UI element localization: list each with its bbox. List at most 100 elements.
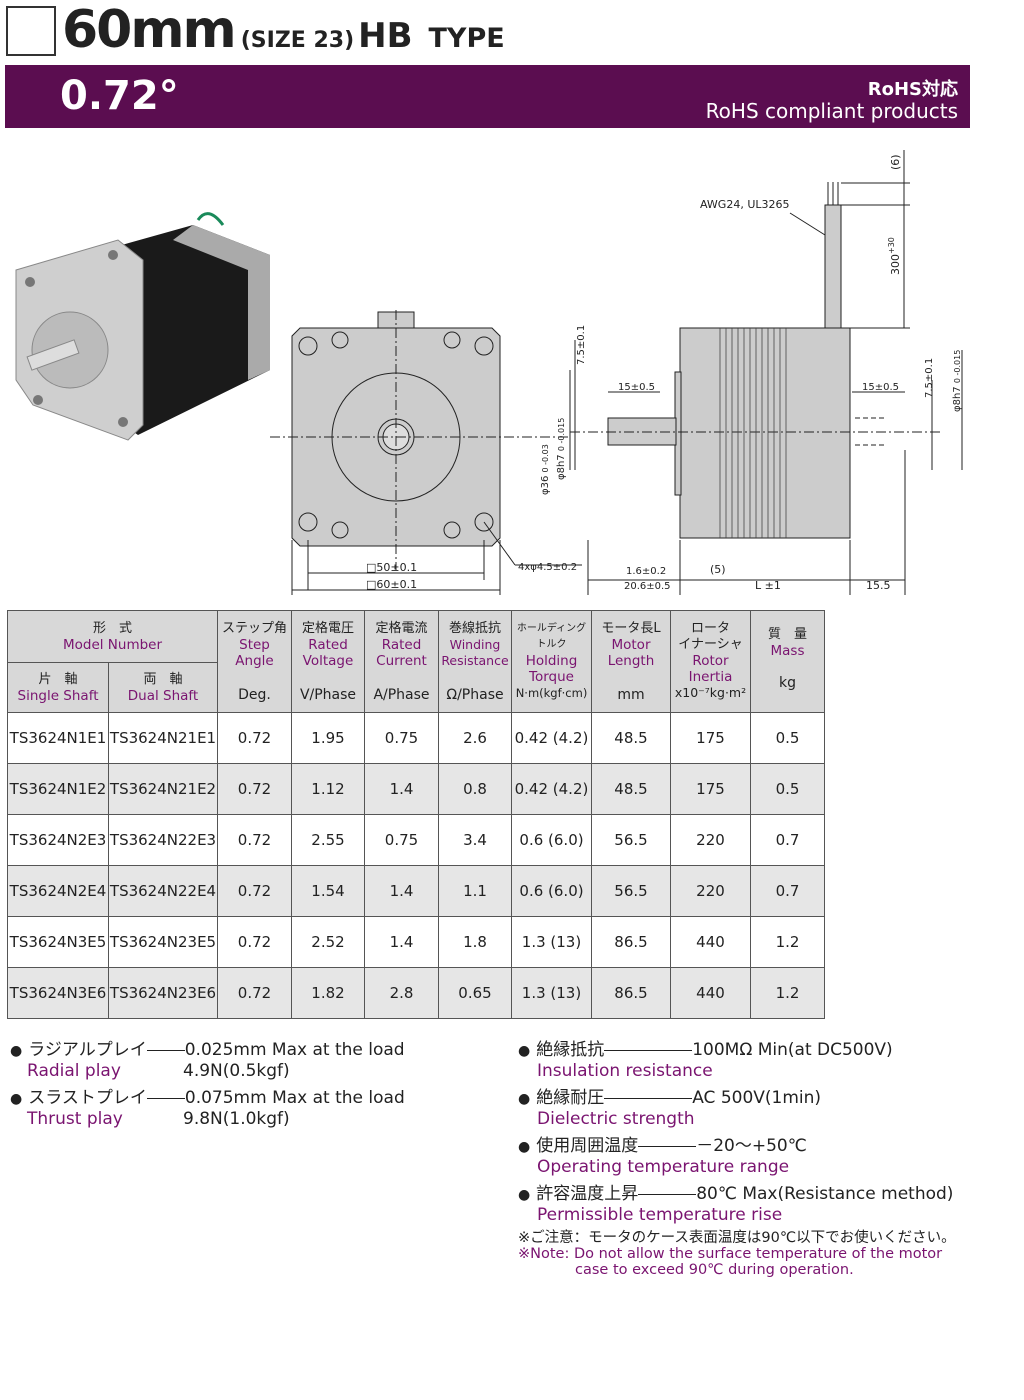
table-cell: 440 (670, 967, 751, 1019)
dim-lead-length: 300+30 (887, 237, 902, 275)
dim-shaft-rear: 15±0.5 (862, 382, 899, 393)
table-cell: TS3624N22E4 (108, 865, 218, 917)
table-cell: 1.2 (750, 967, 825, 1019)
table-cell: TS3624N23E5 (108, 916, 218, 968)
dim-15-5: 15.5 (866, 579, 891, 592)
table-cell: 0.6 (6.0) (511, 865, 592, 917)
table-cell: 2.8 (364, 967, 439, 1019)
rohs-en: RoHS compliant products (705, 99, 958, 123)
table-cell: 1.1 (438, 865, 512, 917)
table-cell: 0.72 (217, 712, 292, 764)
table-cell: 3.4 (438, 814, 512, 866)
title-type: TYPE (428, 23, 505, 54)
table-cell: 1.82 (291, 967, 365, 1019)
table-cell: 2.55 (291, 814, 365, 866)
table-cell: 0.72 (217, 865, 292, 917)
table-cell: TS3624N1E1 (7, 712, 109, 764)
page-title: 60mm (SIZE 23) HB TYPE (62, 0, 505, 62)
table-cell: 0.42 (4.2) (511, 712, 592, 764)
table-cell: TS3624N3E6 (7, 967, 109, 1019)
table-cell: 1.4 (364, 865, 439, 917)
table-cell: 0.65 (438, 967, 512, 1019)
table-cell: 0.8 (438, 763, 512, 815)
table-cell: 48.5 (591, 712, 671, 764)
table-cell: 0.5 (750, 763, 825, 815)
table-cell: 1.54 (291, 865, 365, 917)
table-cell: 0.72 (217, 916, 292, 968)
table-cell: 0.42 (4.2) (511, 763, 592, 815)
table-cell: 1.2 (750, 916, 825, 968)
table-cell: TS3624N3E5 (7, 916, 109, 968)
dim-1-6: 1.6±0.2 (626, 566, 666, 577)
table-cell: TS3624N2E3 (7, 814, 109, 866)
dim-pilot: φ36 0 -0.03 (540, 444, 551, 495)
table-cell: 1.95 (291, 712, 365, 764)
table-cell: 175 (670, 763, 751, 815)
table-cell: 1.4 (364, 763, 439, 815)
table-cell: 1.12 (291, 763, 365, 815)
dim-flat: 7.5±0.1 (576, 325, 587, 365)
table-cell: TS3624N2E4 (7, 865, 109, 917)
table-cell: 1.3 (13) (511, 916, 592, 968)
table-cell: TS3624N23E6 (108, 967, 218, 1019)
dim-5: (5) (710, 563, 726, 576)
table-cell: 175 (670, 712, 751, 764)
spec-operating-temp: ●使用周囲温度－20～+50℃ Operating temperature ra… (518, 1136, 807, 1177)
table-cell: 1.4 (364, 916, 439, 968)
dim-lead-end: (6) (889, 154, 902, 170)
table-cell: 86.5 (591, 967, 671, 1019)
motor-photo (15, 212, 270, 441)
table-cell: TS3624N21E2 (108, 763, 218, 815)
table-cell: 0.7 (750, 865, 825, 917)
table-cell: TS3624N22E3 (108, 814, 218, 866)
table-cell: TS3624N21E1 (108, 712, 218, 764)
dim-sq60: □60±0.1 (366, 578, 417, 591)
dim-shaft-dia: φ8h7 0 -0.015 (556, 418, 567, 480)
front-view-drawing: □50±0.1 □60±0.1 4xφ4.5±0.2 (270, 310, 582, 595)
rohs-jp: RoHS対応 (867, 79, 958, 100)
dim-L: L ±1 (755, 579, 781, 592)
dim-shaft-dia-rear: φ8h7 0 -0.015 (952, 350, 963, 412)
table-cell: 0.72 (217, 814, 292, 866)
table-cell: 220 (670, 865, 751, 917)
header-bar: 0.72° RoHS対応 RoHS compliant products (5, 65, 970, 128)
table-cell: 56.5 (591, 865, 671, 917)
dim-20-6: 20.6±0.5 (624, 581, 671, 592)
table-cell: 0.75 (364, 814, 439, 866)
wire-label: AWG24, UL3265 (700, 198, 790, 211)
dim-holes: 4xφ4.5±0.2 (518, 562, 577, 573)
table-cell: 220 (670, 814, 751, 866)
title-hb: HB (358, 16, 413, 56)
table-cell: 0.5 (750, 712, 825, 764)
table-cell: TS3624N1E2 (7, 763, 109, 815)
table-cell: 1.3 (13) (511, 967, 592, 1019)
table-cell: 2.6 (438, 712, 512, 764)
table-cell: 0.75 (364, 712, 439, 764)
table-cell: 440 (670, 916, 751, 968)
table-cell: 86.5 (591, 916, 671, 968)
dim-flat-rear: 7.5±0.1 (924, 358, 935, 398)
table-cell: 56.5 (591, 814, 671, 866)
side-view-drawing: AWG24, UL3265 300+30 (6) 15±0.5 15±0.5 7… (540, 150, 963, 595)
dim-shaft-front: 15±0.5 (618, 382, 655, 393)
